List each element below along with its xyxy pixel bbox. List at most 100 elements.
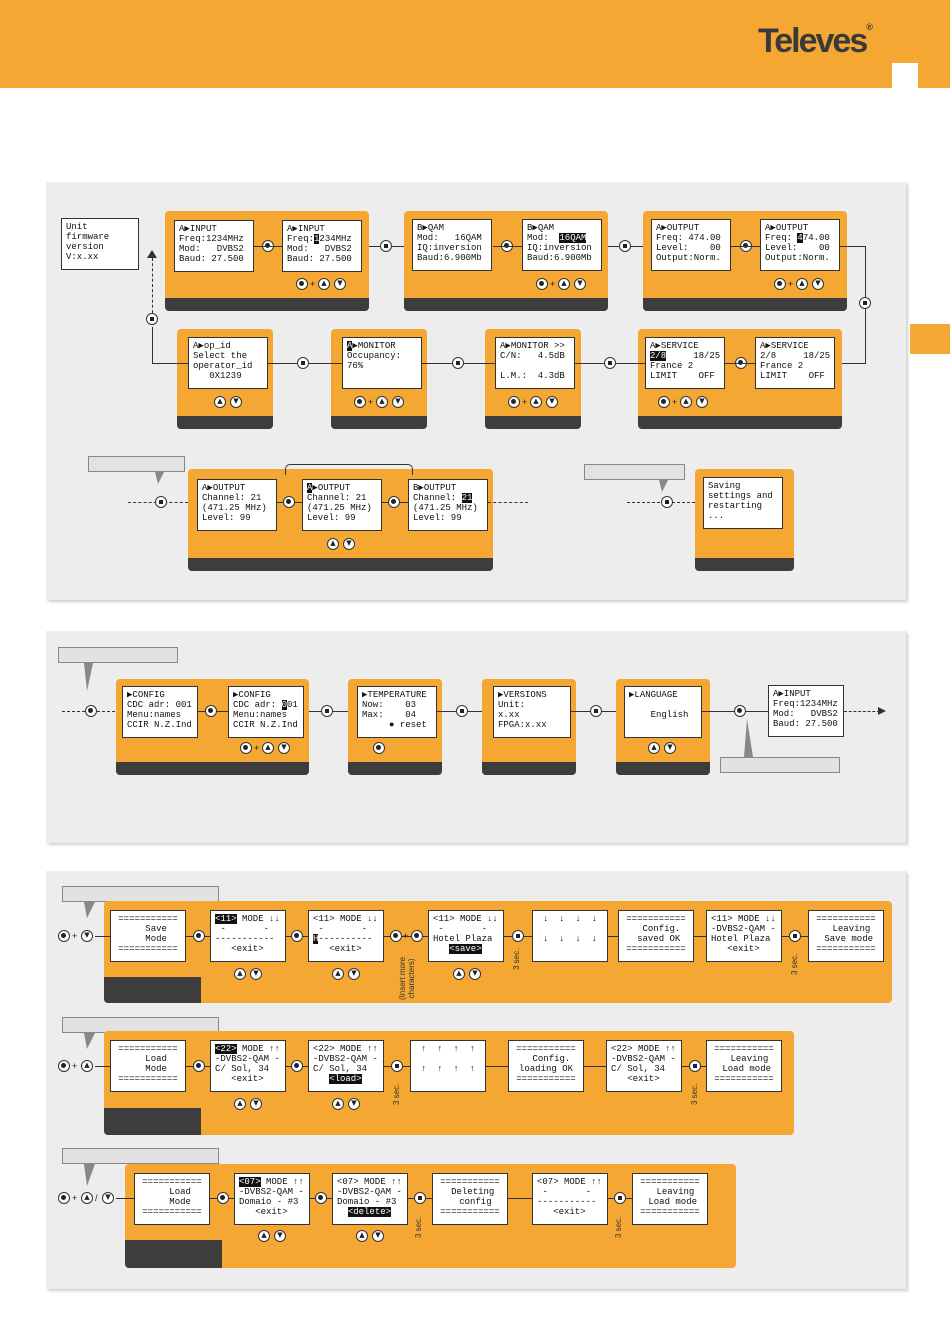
menu-button[interactable]: [414, 1192, 426, 1204]
opid-screen: A▶op_id Select the operator_id 0X1239: [188, 337, 268, 389]
menu-button[interactable]: [155, 496, 167, 508]
down-button[interactable]: ▼: [81, 930, 93, 942]
ok-button[interactable]: [205, 705, 217, 717]
ok-button[interactable]: [536, 278, 548, 290]
down-button[interactable]: ▼: [250, 1098, 262, 1110]
leaving-save-screen: =========== Leaving Save mode ==========…: [808, 910, 884, 962]
up-button[interactable]: ▲: [327, 538, 339, 550]
up-button[interactable]: ▲: [81, 1060, 93, 1072]
ok-button[interactable]: [193, 1060, 205, 1072]
ok-button[interactable]: [296, 278, 308, 290]
ok-button[interactable]: [58, 930, 70, 942]
down-button[interactable]: ▼: [546, 396, 558, 408]
delete-confirm-screen: <07> MODE ↑↑ -DVBS2-QAM - Domaio - #3 <d…: [332, 1173, 408, 1225]
ok-button[interactable]: [283, 496, 295, 508]
load-slot-screen: <22> MODE ↑↑ -DVBS2-QAM - C/ Sol, 34 <ex…: [210, 1040, 286, 1092]
up-button[interactable]: ▲: [356, 1230, 368, 1242]
ok-button[interactable]: [734, 705, 746, 717]
menu-button[interactable]: [859, 297, 871, 309]
down-button[interactable]: ▼: [230, 396, 242, 408]
down-button[interactable]: ▼: [343, 538, 355, 550]
ok-button[interactable]: [354, 396, 366, 408]
menu-button[interactable]: [456, 705, 468, 717]
input-screen: A▶INPUT Freq:1234MHz Mod: DVBS2 Baud: 27…: [768, 685, 844, 737]
up-button[interactable]: ▲: [81, 1192, 93, 1204]
down-button[interactable]: ▼: [278, 742, 290, 754]
up-button[interactable]: ▲: [680, 396, 692, 408]
input-edit-screen: A▶INPUT Freq:1234MHz Mod: DVBS2 Baud: 27…: [282, 220, 362, 272]
progress-screen: ↓ ↓ ↓ ↓ ↓ ↓ ↓ ↓: [532, 910, 608, 962]
down-button[interactable]: ▼: [102, 1192, 114, 1204]
ok-button[interactable]: [658, 396, 670, 408]
monitor-screen: A▶MONITOR Occupancy: 76%: [342, 337, 422, 389]
ok-button[interactable]: [85, 705, 97, 717]
ok-button[interactable]: [217, 1192, 229, 1204]
down-button[interactable]: ▼: [250, 968, 262, 980]
menu-button[interactable]: [512, 930, 524, 942]
ok-button[interactable]: [411, 930, 423, 942]
menu-button[interactable]: [380, 240, 392, 252]
down-button[interactable]: ▼: [664, 742, 676, 754]
menu-button[interactable]: [146, 313, 158, 325]
menu-button[interactable]: [789, 930, 801, 942]
menu-button[interactable]: [614, 1192, 626, 1204]
down-button[interactable]: ▼: [372, 1230, 384, 1242]
menu-button[interactable]: [604, 357, 616, 369]
menu-button[interactable]: [452, 357, 464, 369]
ok-button[interactable]: [390, 930, 402, 942]
ok-button[interactable]: [193, 930, 205, 942]
menu-button[interactable]: [321, 705, 333, 717]
down-button[interactable]: ▼: [812, 278, 824, 290]
down-button[interactable]: ▼: [392, 396, 404, 408]
save-slot-screen: <11> MODE ↓↓ - - ----------- <exit>: [210, 910, 286, 962]
up-button[interactable]: ▲: [318, 278, 330, 290]
up-button[interactable]: ▲: [332, 1098, 344, 1110]
load-mode-screen: =========== Load Mode ===========: [134, 1173, 210, 1225]
ok-button[interactable]: [315, 1192, 327, 1204]
down-button[interactable]: ▼: [348, 968, 360, 980]
ok-button[interactable]: [240, 742, 252, 754]
up-button[interactable]: ▲: [648, 742, 660, 754]
deleted-slot-screen: <07> MODE ↑↑ - - ----------- <exit>: [532, 1173, 608, 1225]
up-button[interactable]: ▲: [530, 396, 542, 408]
callout-label: [62, 886, 219, 902]
down-button[interactable]: ▼: [334, 278, 346, 290]
up-button[interactable]: ▲: [332, 968, 344, 980]
ok-button[interactable]: [58, 1192, 70, 1204]
menu-button[interactable]: [689, 1060, 701, 1072]
up-button[interactable]: ▲: [558, 278, 570, 290]
callout-label: [584, 464, 685, 480]
ok-button[interactable]: [373, 742, 385, 754]
down-button[interactable]: ▼: [696, 396, 708, 408]
menu-button[interactable]: [297, 357, 309, 369]
down-button[interactable]: ▼: [574, 278, 586, 290]
up-button[interactable]: ▲: [796, 278, 808, 290]
up-button[interactable]: ▲: [262, 742, 274, 754]
ok-button[interactable]: [291, 930, 303, 942]
ok-button[interactable]: [291, 1060, 303, 1072]
down-button[interactable]: ▼: [274, 1230, 286, 1242]
leaving-load-screen: =========== Leaving Load mode ==========…: [706, 1040, 782, 1092]
header-notch: [892, 63, 918, 89]
config-screen: ▶CONFIG CDC adr: 001 Menu:names CCIR N.Z…: [122, 686, 198, 738]
down-button[interactable]: ▼: [348, 1098, 360, 1110]
ok-button[interactable]: [388, 496, 400, 508]
callout-label: [88, 456, 185, 472]
up-button[interactable]: ▲: [453, 968, 465, 980]
menu-button[interactable]: [661, 496, 673, 508]
up-button[interactable]: ▲: [234, 1098, 246, 1110]
menu-button[interactable]: [590, 705, 602, 717]
up-button[interactable]: ▲: [234, 968, 246, 980]
delete-slot-screen: <07> MODE ↑↑ -DVBS2-QAM - Domaio - #3 <e…: [234, 1173, 310, 1225]
up-button[interactable]: ▲: [214, 396, 226, 408]
menu-button[interactable]: [619, 240, 631, 252]
menu-button[interactable]: [391, 1060, 403, 1072]
ok-button[interactable]: [508, 396, 520, 408]
qam-edit-screen: B▶QAM Mod: 16QAM IQ:inversion Baud:6.900…: [522, 219, 602, 271]
ok-button[interactable]: [774, 278, 786, 290]
up-button[interactable]: ▲: [376, 396, 388, 408]
callout-label: [58, 647, 178, 663]
ok-button[interactable]: [58, 1060, 70, 1072]
up-button[interactable]: ▲: [258, 1230, 270, 1242]
down-button[interactable]: ▼: [469, 968, 481, 980]
